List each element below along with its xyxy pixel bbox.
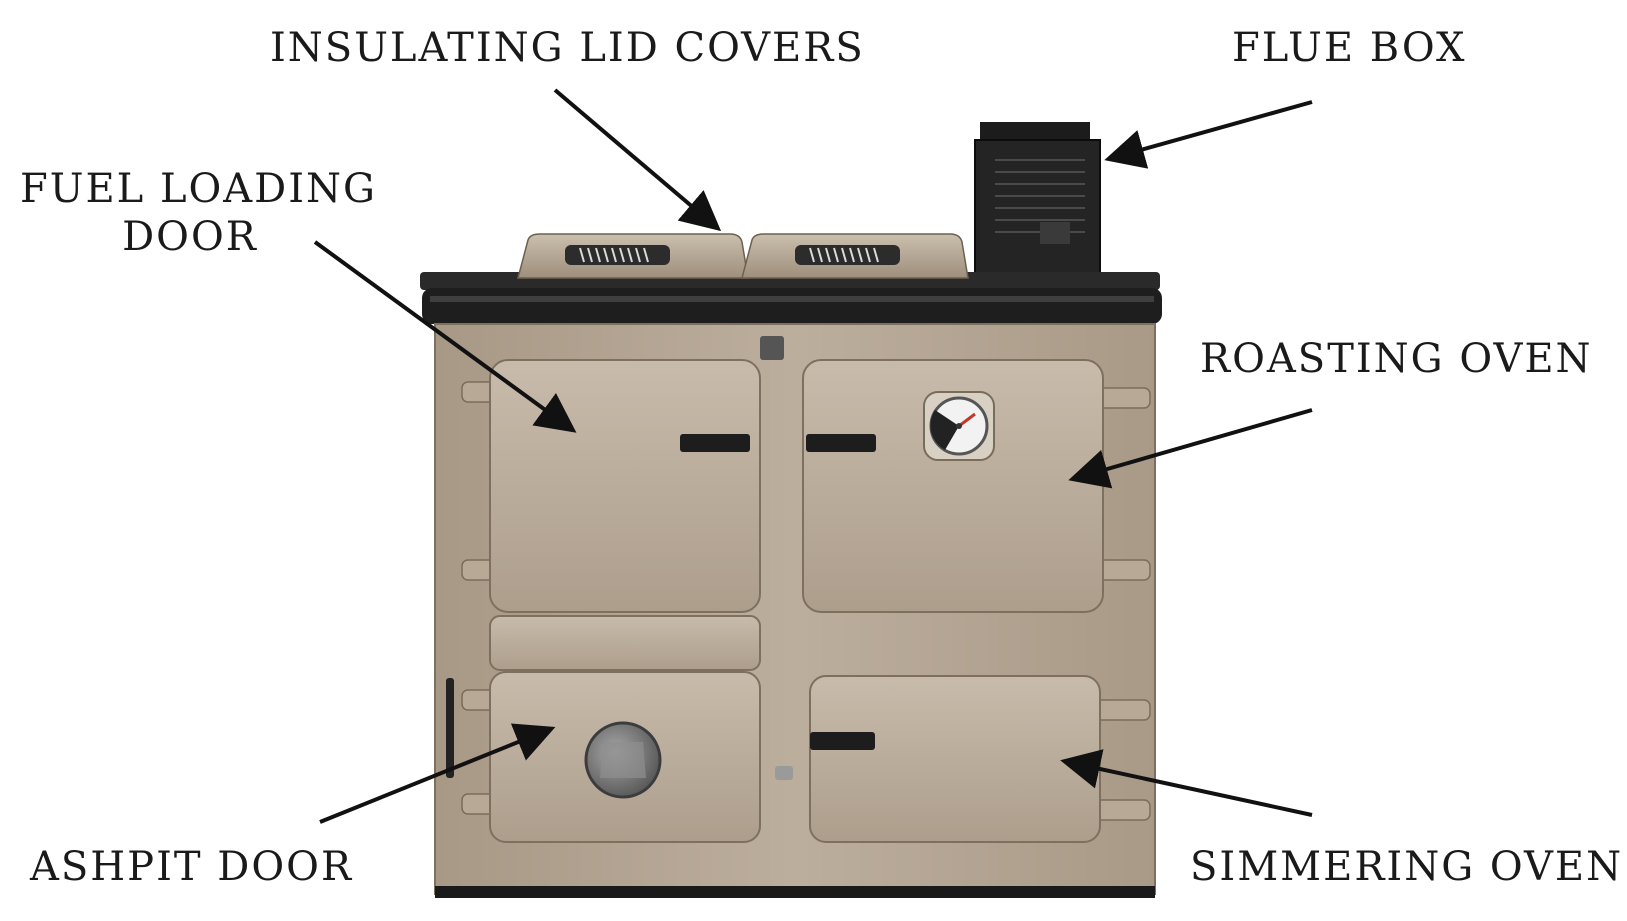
insulating-lid-right (742, 234, 968, 278)
thermometer-dial-icon (924, 392, 994, 460)
label-simmering-oven: SIMMERING OVEN (1190, 843, 1623, 891)
simmering-oven-door (775, 676, 1100, 842)
label-ashpit-door: ASHPIT DOOR (30, 843, 353, 891)
ashpit-door (446, 616, 760, 842)
label-roasting-oven: ROASTING OVEN (1200, 335, 1593, 383)
label-insulating-lid-covers: INSULATING LID COVERS (270, 24, 865, 72)
label-fuel-loading-door: FUEL LOADING DOOR (20, 165, 360, 261)
insulating-lid-left (518, 234, 748, 278)
label-fuel-loading-door-line2: DOOR (20, 213, 360, 261)
label-fuel-loading-door-line1: FUEL LOADING (20, 165, 360, 213)
arrow-flue-box (1112, 102, 1312, 158)
label-flue-box: FLUE BOX (1232, 24, 1466, 72)
flue-box (975, 122, 1100, 282)
hotplate-top (420, 272, 1162, 324)
round-plug-icon (586, 723, 660, 797)
arrow-insulating-lid-covers (555, 90, 715, 226)
roasting-oven-door (803, 360, 1103, 612)
